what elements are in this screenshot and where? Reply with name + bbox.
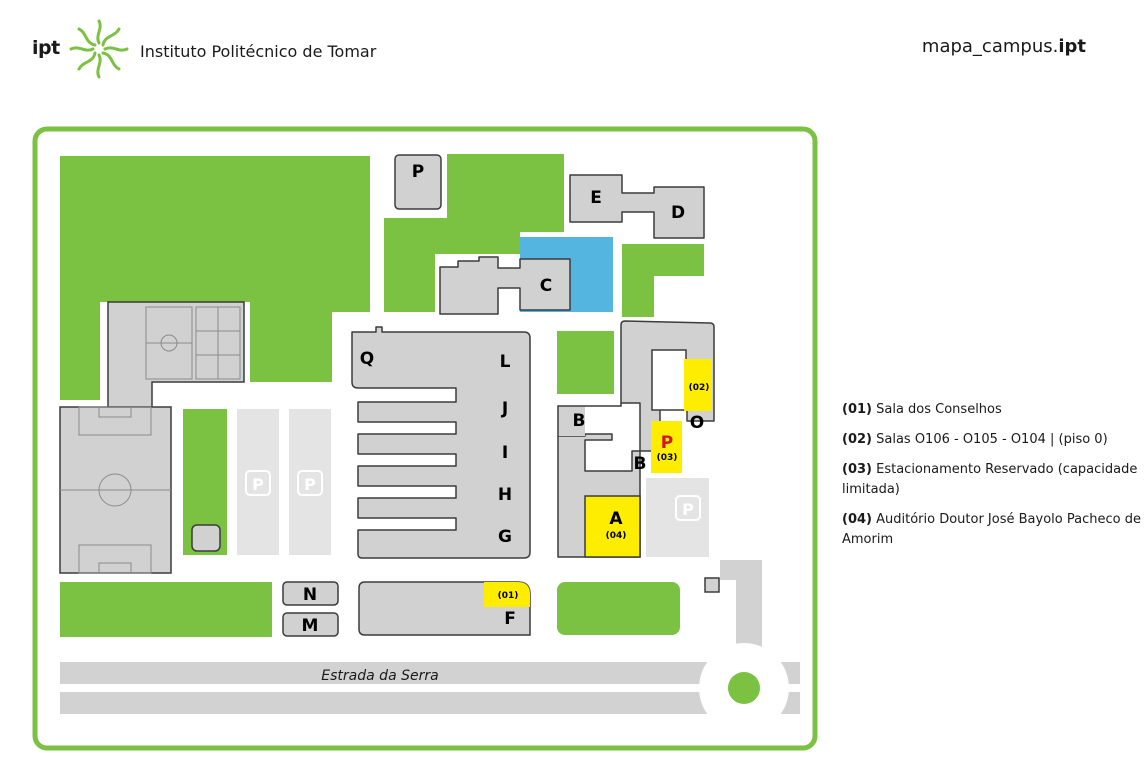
parking-sign-2-label: P	[304, 475, 316, 494]
parking-sign-1-label: P	[252, 475, 264, 494]
building-c-label: C	[540, 276, 552, 296]
map-legend: (01) Sala dos Conselhos (02) Salas O106 …	[842, 400, 1142, 560]
building-b-label: B	[573, 411, 586, 431]
green-area-northeast	[622, 244, 704, 317]
legend-item-01-text: Sala dos Conselhos	[871, 402, 1002, 417]
parking-sign-3: P	[675, 495, 701, 521]
building-b-wing	[558, 403, 621, 436]
marker-01: (01)	[498, 591, 519, 601]
legend-item-01: (01) Sala dos Conselhos	[842, 400, 1142, 420]
legend-item-02: (02) Salas O106 - O105 - O104 | (piso 0)	[842, 430, 1142, 450]
building-o-label: O	[690, 413, 704, 433]
site-title: mapa_campus.ipt	[922, 36, 1086, 57]
small-structure	[191, 524, 221, 552]
highlight-02[interactable]	[684, 359, 712, 411]
green-area-southeast	[557, 582, 680, 635]
marker-03: (03)	[657, 453, 678, 463]
building-l-label: L	[500, 352, 511, 372]
marker-02: (02)	[689, 383, 710, 393]
legend-item-04-number: (04)	[842, 512, 872, 527]
building-j-label: J	[501, 399, 508, 419]
building-n[interactable]	[282, 581, 339, 606]
green-area-northwest	[60, 156, 370, 382]
green-strip-west	[60, 302, 100, 400]
road-lane-north	[60, 662, 800, 684]
building-g-label: G	[498, 527, 512, 547]
building-m-label: M	[302, 616, 319, 636]
building-b-outline	[557, 403, 622, 436]
green-area-north	[384, 154, 564, 312]
institution-name: Instituto Politécnico de Tomar	[140, 42, 377, 61]
building-n-label: N	[303, 585, 317, 605]
legend-item-03: (03) Estacionamento Reservado (capacidad…	[842, 460, 1142, 500]
building-b-label-2: B	[634, 454, 647, 474]
campus-map: P P P P E D C Q L J I H G	[32, 126, 818, 751]
marker-04: (04)	[606, 531, 627, 541]
building-m[interactable]	[282, 612, 339, 637]
building-c[interactable]	[439, 256, 571, 315]
parking-lot-3	[646, 478, 709, 557]
parking-lot-1	[237, 409, 279, 555]
ipt-flower-icon	[69, 19, 129, 79]
building-a-label: A	[609, 509, 623, 529]
building-q-label: Q	[360, 349, 374, 369]
highlight-03-reserved-parking[interactable]	[651, 421, 682, 473]
building-d-label: D	[671, 203, 685, 223]
highlight-01[interactable]	[484, 582, 530, 607]
building-i-label: I	[502, 443, 508, 463]
road-label: Estrada da Serra	[321, 668, 438, 684]
building-f-label: F	[504, 609, 516, 629]
reserved-parking-label: P	[661, 433, 673, 453]
courtyard-o	[651, 349, 687, 411]
site-title-suffix: ipt	[1058, 36, 1086, 57]
road-lane-south	[60, 692, 800, 714]
building-e-label: E	[590, 188, 602, 208]
building-a[interactable]	[584, 495, 641, 558]
legend-item-04-text: Auditório Doutor José Bayolo Pacheco de …	[842, 512, 1141, 547]
legend-item-03-text: Estacionamento Reservado (capacidade lim…	[842, 462, 1138, 497]
green-area-southwest	[60, 582, 272, 637]
legend-item-04: (04) Auditório Doutor José Bayolo Pachec…	[842, 510, 1142, 550]
legend-item-01-number: (01)	[842, 402, 872, 417]
building-h-label: H	[498, 485, 512, 505]
parking-sign-1: P	[245, 470, 271, 496]
building-e-d[interactable]	[569, 174, 705, 239]
site-title-prefix: mapa_campus.	[921, 36, 1059, 57]
green-area-east	[557, 331, 614, 394]
roundabout-center	[728, 672, 760, 704]
parking-lot-2	[289, 409, 331, 555]
legend-item-02-text: Salas O106 - O105 - O104 | (piso 0)	[871, 432, 1108, 447]
building-p[interactable]	[394, 154, 442, 210]
small-kiosk	[704, 577, 720, 593]
ipt-logo: ipt Instituto Politécnico de Tomar	[32, 18, 392, 82]
legend-item-03-number: (03)	[842, 462, 872, 477]
building-complex-qljihg[interactable]	[351, 326, 531, 559]
legend-item-02-number: (02)	[842, 432, 872, 447]
building-p-label: P	[412, 162, 424, 182]
access-road-top	[720, 560, 762, 580]
parking-sign-3-label: P	[682, 500, 694, 519]
parking-sign-2: P	[297, 470, 323, 496]
ipt-logo-text: ipt	[32, 37, 60, 59]
